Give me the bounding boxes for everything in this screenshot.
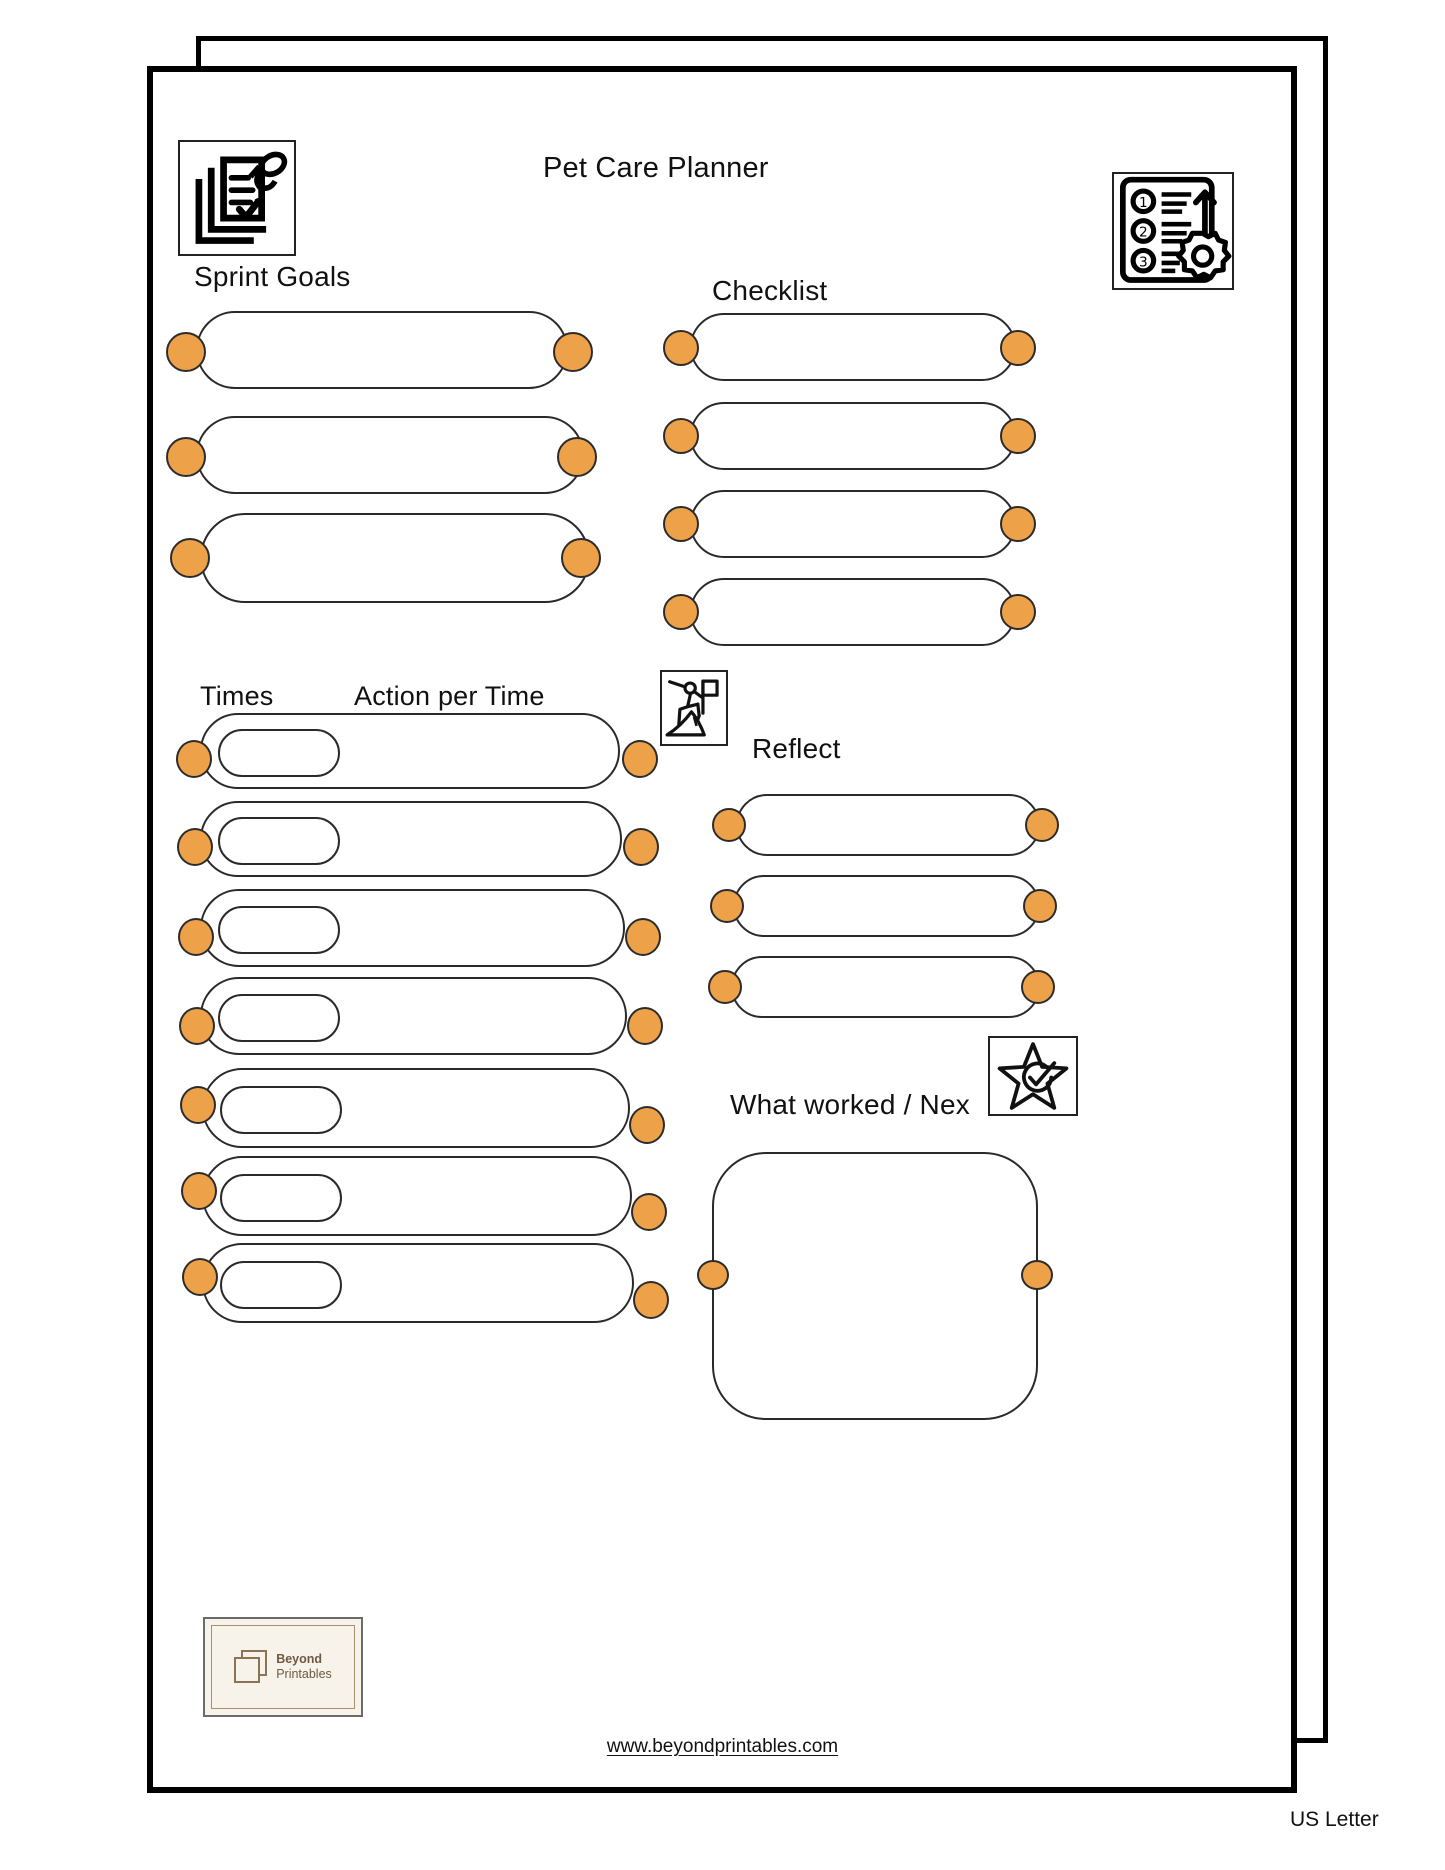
row-knob-left <box>708 970 742 1004</box>
what-worked-textarea[interactable] <box>712 1152 1038 1420</box>
box-knob-left <box>697 1260 729 1290</box>
section-title-reflect: Reflect <box>752 733 841 764</box>
schedule-row[interactable] <box>202 1243 634 1323</box>
section-title-what-worked: What worked / Nex <box>730 1089 970 1120</box>
schedule-time-field[interactable] <box>220 1261 342 1309</box>
sprint-goal-row[interactable] <box>196 311 568 389</box>
reflect-row[interactable] <box>731 956 1040 1018</box>
row-knob-right <box>625 918 661 956</box>
row-knob-left <box>180 1086 216 1124</box>
section-title-sprint-goals: Sprint Goals <box>194 261 351 292</box>
star-check-icon <box>988 1036 1078 1116</box>
paper-size-label: US Letter <box>1290 1808 1379 1831</box>
row-knob-right <box>622 740 658 778</box>
row-knob-left <box>182 1258 218 1296</box>
reflect-row[interactable] <box>733 875 1040 937</box>
column-title-times: Times <box>200 681 274 711</box>
pinned-notes-checklist-icon <box>178 140 296 256</box>
reflect-row[interactable] <box>736 794 1040 856</box>
numbered-steps-gear-icon: 1 2 3 <box>1112 172 1234 290</box>
row-knob-right <box>1000 330 1036 366</box>
brand-name: Beyond Printables <box>276 1652 332 1682</box>
row-knob-right <box>557 437 597 477</box>
row-knob-right <box>1023 889 1057 923</box>
section-title-checklist: Checklist <box>712 275 828 306</box>
row-knob-right <box>623 828 659 866</box>
svg-text:3: 3 <box>1139 254 1148 270</box>
page-title: Pet Care Planner <box>543 152 769 184</box>
row-knob-right <box>627 1007 663 1045</box>
row-knob-left <box>663 506 699 542</box>
row-knob-left <box>710 889 744 923</box>
schedule-time-field[interactable] <box>220 1086 342 1134</box>
checklist-row[interactable] <box>690 313 1016 381</box>
row-knob-right <box>1021 970 1055 1004</box>
row-knob-right <box>1000 506 1036 542</box>
schedule-row[interactable] <box>202 1068 630 1148</box>
row-knob-left <box>166 332 206 372</box>
checklist-row[interactable] <box>690 402 1016 470</box>
row-knob-left <box>179 1007 215 1045</box>
row-knob-left <box>663 330 699 366</box>
row-knob-left <box>663 594 699 630</box>
checklist-row[interactable] <box>690 490 1016 558</box>
row-knob-left <box>178 918 214 956</box>
svg-text:1: 1 <box>1139 195 1148 211</box>
sprint-goal-row[interactable] <box>200 513 590 603</box>
brand-name-line2: Printables <box>276 1667 332 1681</box>
schedule-time-field[interactable] <box>218 817 340 865</box>
footer-website-url[interactable]: www.beyondprintables.com <box>606 1736 839 1757</box>
brand-logo: Beyond Printables <box>203 1617 363 1717</box>
schedule-time-field[interactable] <box>220 1174 342 1222</box>
row-knob-right <box>631 1193 667 1231</box>
row-knob-right <box>629 1106 665 1144</box>
stacked-squares-icon <box>234 1650 268 1684</box>
row-knob-left <box>712 808 746 842</box>
schedule-time-field[interactable] <box>218 729 340 777</box>
schedule-time-field[interactable] <box>218 994 340 1042</box>
row-knob-right <box>561 538 601 578</box>
row-knob-right <box>1000 594 1036 630</box>
row-knob-left <box>177 828 213 866</box>
row-knob-left <box>170 538 210 578</box>
row-knob-left <box>176 740 212 778</box>
column-title-action-per-time: Action per Time <box>354 681 545 711</box>
row-knob-right <box>553 332 593 372</box>
row-knob-left <box>181 1172 217 1210</box>
sprint-goal-row[interactable] <box>196 416 584 494</box>
brand-name-line1: Beyond <box>276 1652 323 1667</box>
row-knob-right <box>633 1281 669 1319</box>
row-knob-right <box>1000 418 1036 454</box>
schedule-time-field[interactable] <box>218 906 340 954</box>
row-knob-right <box>1025 808 1059 842</box>
climber-flag-mountain-icon <box>660 670 728 746</box>
row-knob-left <box>663 418 699 454</box>
svg-text:2: 2 <box>1139 225 1148 241</box>
checklist-row[interactable] <box>690 578 1016 646</box>
row-knob-left <box>166 437 206 477</box>
box-knob-right <box>1021 1260 1053 1290</box>
brand-logo-inner: Beyond Printables <box>211 1625 355 1709</box>
